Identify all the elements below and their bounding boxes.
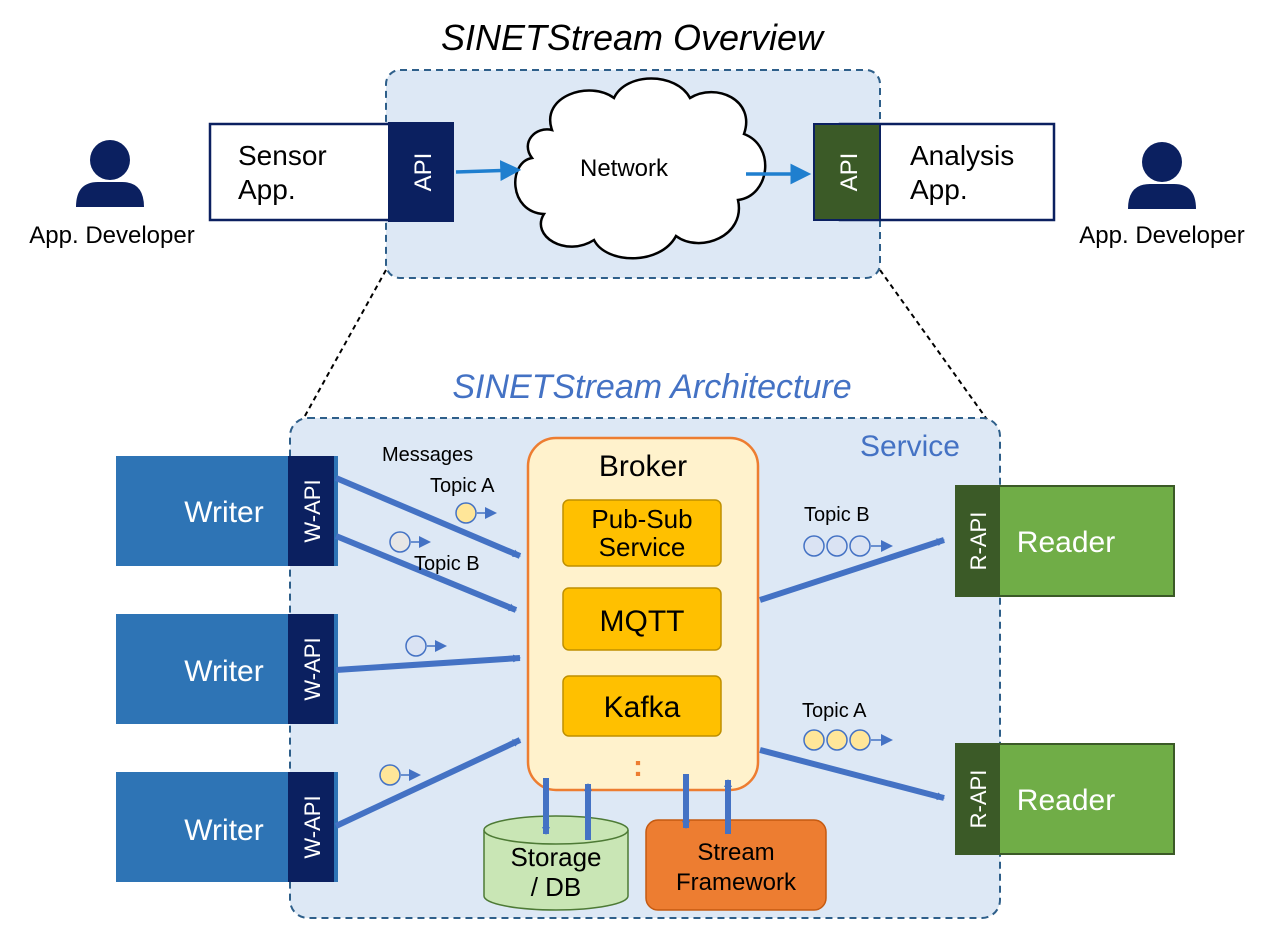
developer-left-label: App. Developer [29, 222, 194, 249]
sensor-api-label: API [410, 153, 437, 192]
developer-right-label: App. Developer [1079, 222, 1244, 249]
broker-to-reader1-arrow [759, 537, 945, 603]
kafka-box [562, 675, 722, 737]
writer1-topic-a-arrow [334, 475, 522, 559]
reader-topic-a-label: Topic A [802, 700, 867, 722]
message-writer2-token [405, 635, 447, 657]
developer-right-icon [1128, 142, 1196, 209]
writer-2-api: W-API [300, 637, 325, 700]
reader-2-label: Reader [1017, 784, 1115, 817]
writer2-arrow [335, 654, 521, 673]
analysis-api-box [813, 123, 881, 221]
service-label: Service [860, 430, 960, 463]
writer-3-api: W-API [300, 795, 325, 858]
writer-2: Writer W-API [116, 614, 338, 724]
zoom-line-right [879, 269, 997, 433]
messages-label: Messages [382, 444, 473, 466]
reader-1-api: R-API [966, 512, 991, 571]
broker-title: Broker [599, 450, 687, 483]
zoom-line-left [295, 269, 387, 433]
broker-more-indicator: : [633, 750, 643, 783]
network-label: Network [580, 155, 669, 182]
message-topic-b-token [389, 531, 431, 553]
sensor-api-box [388, 122, 454, 222]
reader-1-label: Reader [1017, 526, 1115, 559]
broker-to-reader2-arrow [759, 747, 945, 801]
sensor-app-box [208, 122, 392, 222]
message-reader-topic-b-tokens [803, 535, 893, 557]
pubsub-box [562, 499, 722, 567]
mqtt-box [562, 587, 722, 651]
writer-3: Writer W-API [116, 772, 338, 882]
reader-2: R-API Reader [955, 743, 1175, 855]
developer-left-icon [76, 140, 144, 207]
analysis-api-label: API [836, 153, 863, 192]
kafka-label: Kafka [604, 691, 681, 724]
writer-topic-b-label: Topic B [414, 553, 480, 575]
message-topic-a-token [455, 502, 497, 524]
storage-db [483, 815, 629, 911]
reader-1: R-API Reader [955, 485, 1175, 597]
mqtt-label: MQTT [600, 605, 685, 638]
message-writer3-token [379, 764, 421, 786]
network-cloud-icon [514, 77, 767, 260]
overview-title: SINETStream Overview [441, 17, 825, 58]
stream-framework-box [645, 819, 827, 911]
writer-1-label: Writer [184, 496, 263, 529]
writer1-topic-b-arrow [334, 533, 518, 613]
writer-3-label: Writer [184, 814, 263, 847]
architecture-title: SINETStream Architecture [452, 368, 851, 406]
writer-1: Writer W-API [116, 456, 338, 566]
message-reader-topic-a-tokens [803, 729, 893, 751]
writer-1-api: W-API [300, 479, 325, 542]
storage-label: Storage/ DB [510, 842, 601, 902]
writer-topic-a-label: Topic A [430, 475, 495, 497]
reader-2-api: R-API [966, 770, 991, 829]
reader-topic-b-label: Topic B [804, 504, 870, 526]
writer-2-label: Writer [184, 655, 263, 688]
sensor-to-network-arrow [455, 160, 522, 182]
writer3-arrow [334, 737, 522, 829]
